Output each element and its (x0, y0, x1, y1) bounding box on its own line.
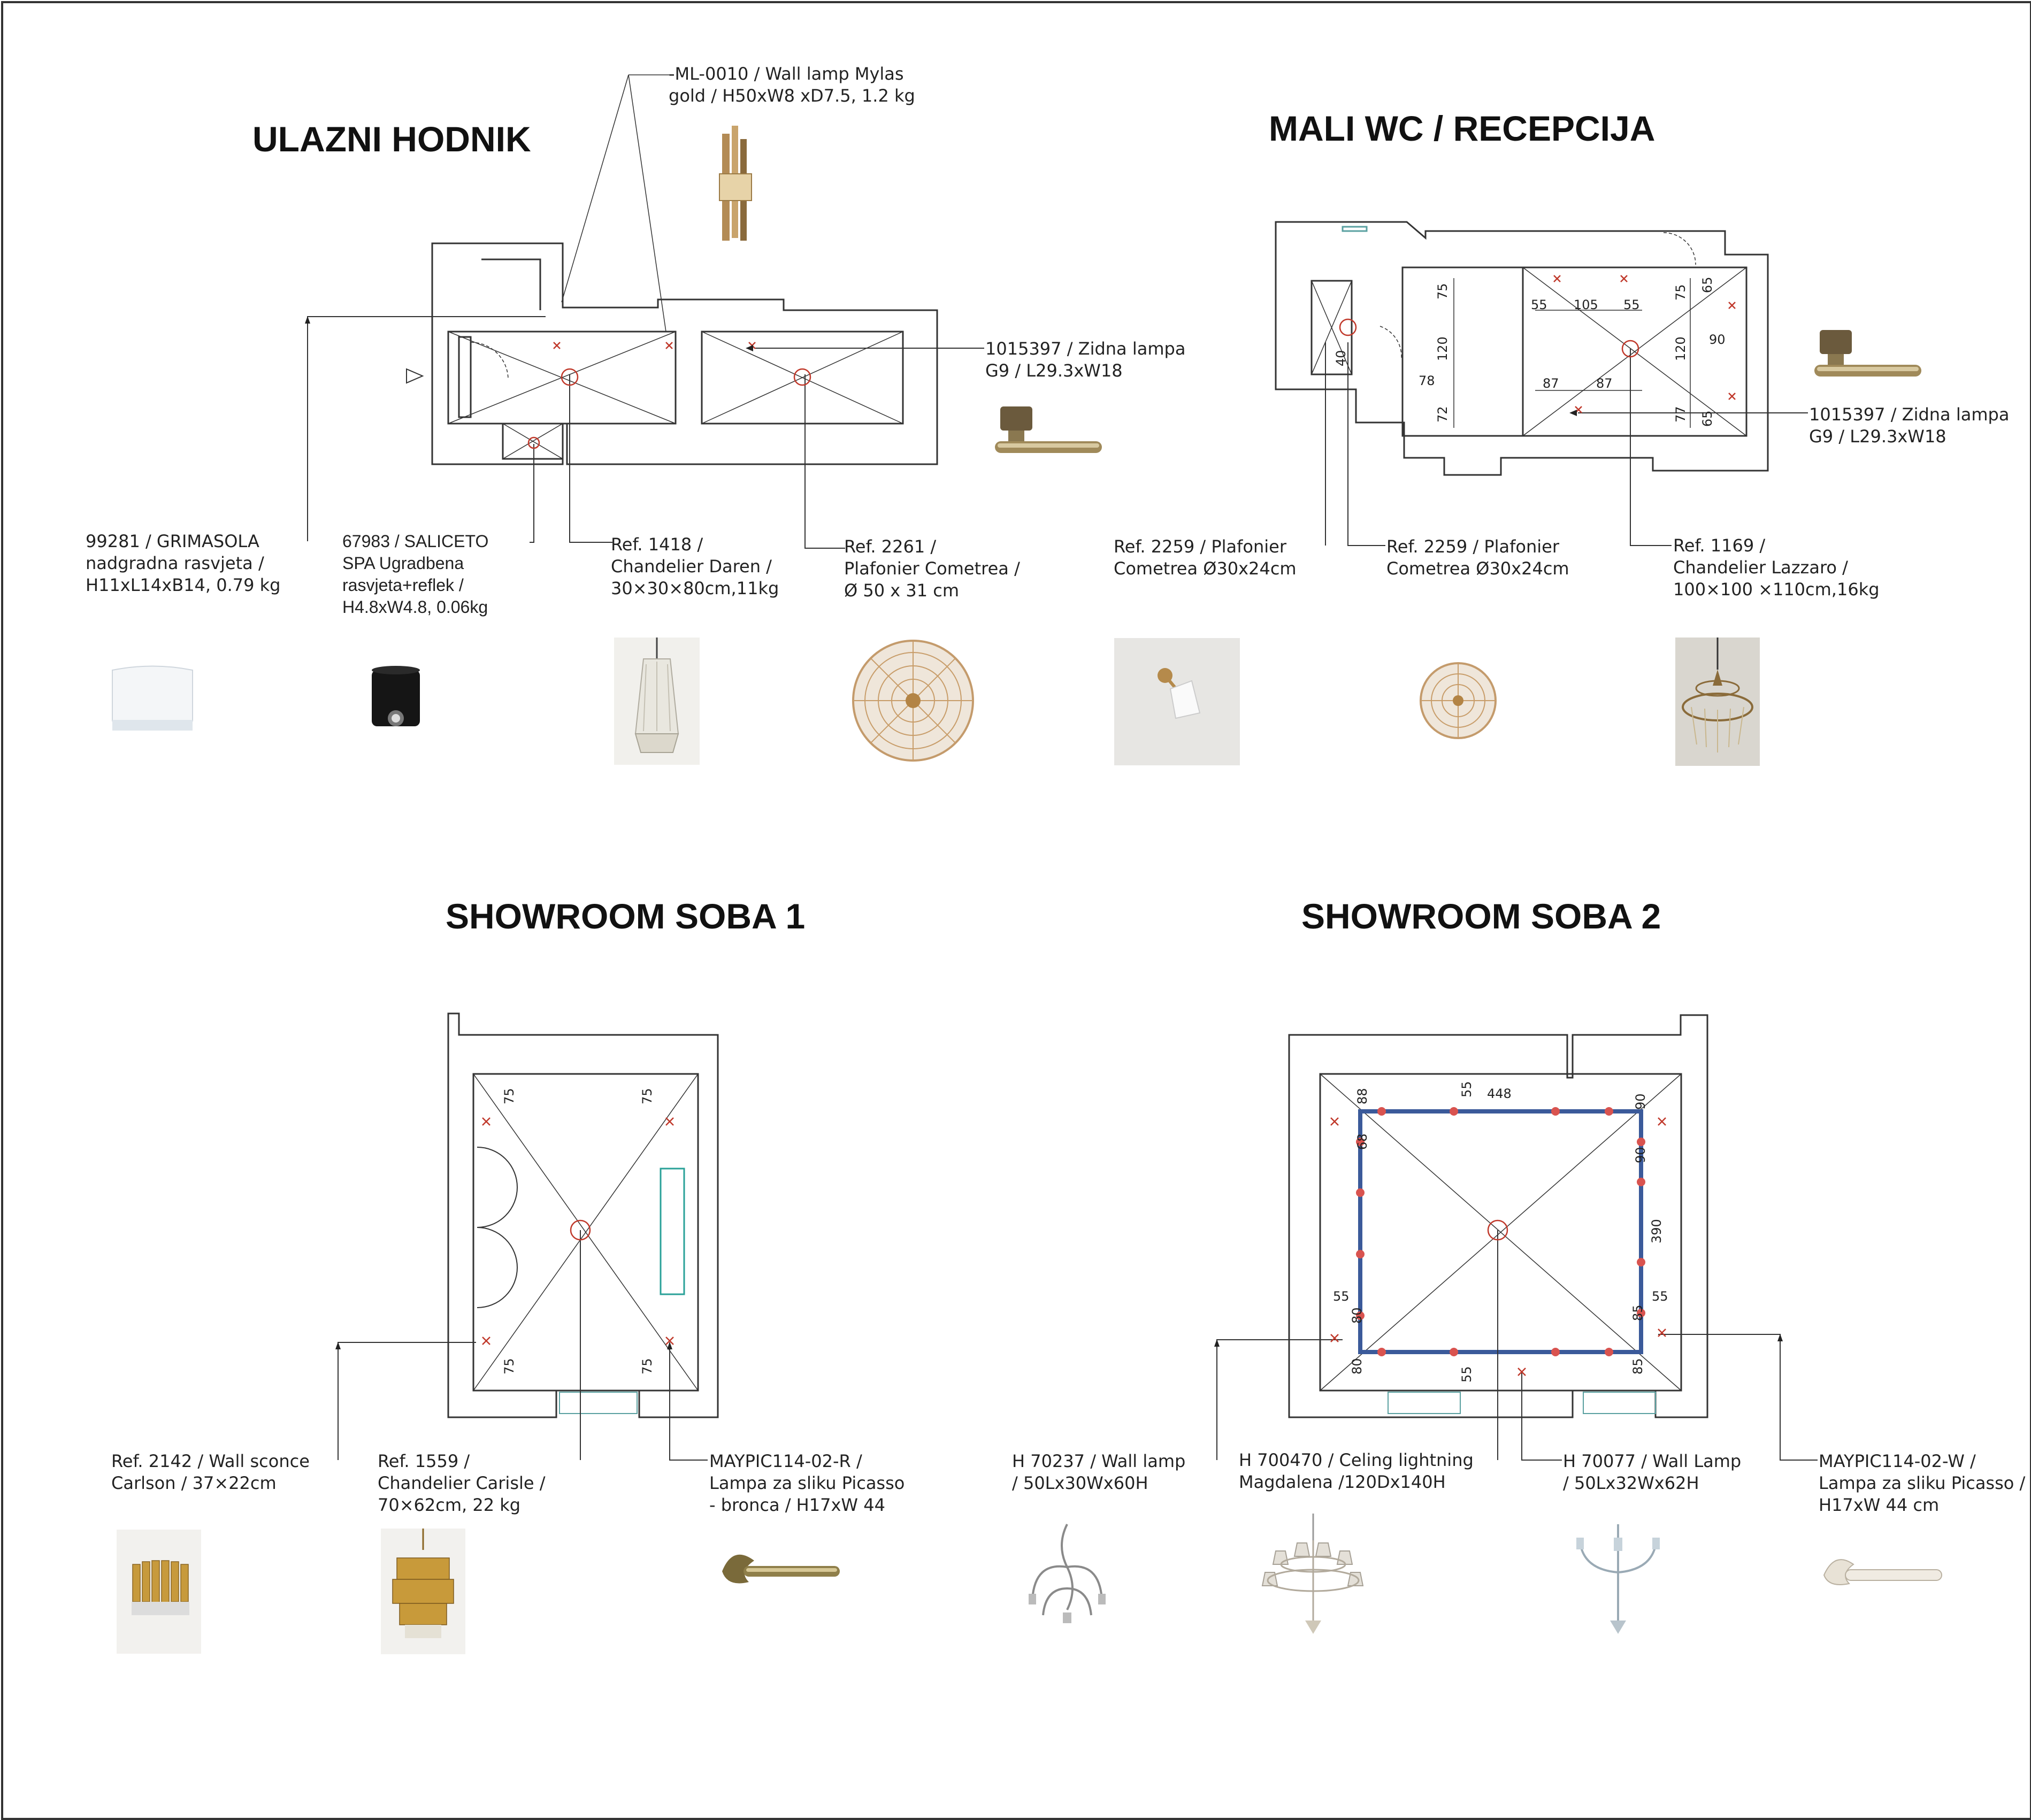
dim-wc-15: 65 (1700, 410, 1715, 427)
title-showroom1: SHOWROOM SOBA 1 (446, 896, 806, 936)
dim-s2-12: 85 (1630, 1358, 1645, 1374)
dim-wc-10: 75 (1673, 284, 1688, 301)
dim-wc-0: 75 (1435, 283, 1450, 300)
label-wc-zidna: 1015397 / Zidna lampa G9 / L29.3xW18 (1809, 404, 2010, 447)
dim-s2-11: 85 (1630, 1304, 1645, 1321)
title-wc: MALI WC / RECEPCIJA (1269, 109, 1656, 148)
dim-s2-0: 88 (1355, 1088, 1370, 1104)
dim-wc-9: 87 (1596, 376, 1613, 391)
dim-s1-1: 75 (640, 1088, 655, 1104)
ceiling-lamp-icon (849, 636, 977, 765)
led-strip-dots (1356, 1107, 1645, 1356)
wall-lamp-icon (1114, 638, 1240, 765)
dim-wc-1: 120 (1435, 336, 1450, 361)
ceiling-lamp-icon (1394, 636, 1522, 765)
dim-wc-14: 77 (1673, 406, 1688, 423)
label-daren: Ref. 1418 / Chandelier Daren / 30×30×80c… (611, 534, 779, 598)
label-cometrea: Ref. 2261 / Plafonier Cometrea / Ø 50 x … (844, 536, 1020, 601)
dim-s1-2: 75 (502, 1358, 517, 1374)
dim-s2-8: 80 (1350, 1307, 1365, 1324)
chandelier-icon (614, 638, 700, 765)
dim-s2-4: 90 (1633, 1093, 1648, 1110)
dim-s2-3: 68 (1355, 1133, 1370, 1150)
label-h70237: H 70237 / Wall lamp / 50Lx30Wx60H (1012, 1451, 1186, 1493)
label-carisle: Ref. 1559 / Chandelier Carisle / 70×62cm… (378, 1451, 546, 1515)
chandelier-icon (1261, 1514, 1364, 1634)
label-h70077: H 70077 / Wall Lamp / 50Lx32Wx62H (1563, 1451, 1742, 1493)
fixture-markers (482, 275, 1736, 1376)
label-maypic-r: MAYPIC114-02-R / Lampa za sliku Picasso … (709, 1451, 905, 1515)
dim-wc-11: 65 (1700, 277, 1715, 293)
picture-lamp-icon (1814, 330, 1921, 377)
picture-lamp-icon (995, 406, 1102, 453)
dim-s2-10: 80 (1350, 1358, 1365, 1374)
chandelier-icon (1675, 638, 1760, 766)
dim-s2-13: 55 (1652, 1289, 1668, 1304)
label-grimasola: 99281 / GRIMASOLA nadgradna rasvjeta / H… (86, 531, 281, 595)
dim-s2-9: 55 (1459, 1366, 1474, 1383)
dim-wc-4: 40 (1333, 350, 1348, 366)
dim-s2-2: 448 (1487, 1086, 1512, 1101)
dim-s2-7: 55 (1333, 1289, 1350, 1304)
dim-wc-6: 105 (1574, 297, 1598, 312)
spotlight-icon (372, 666, 420, 726)
label-maypic-w: MAYPIC114-02-W / Lampa za sliku Picasso … (1819, 1451, 2026, 1515)
label-ml0010: -ML-0010 / Wall lamp Mylas gold / H50xW8… (669, 64, 915, 106)
wc-plan (1275, 221, 1808, 546)
wall-lamp-icon (719, 126, 752, 241)
title-showroom2: SHOWROOM SOBA 2 (1301, 896, 1661, 936)
label-entrance-zidna: 1015397 / Zidna lampa G9 / L29.3xW18 (985, 339, 1186, 381)
chandelier-icon (381, 1529, 465, 1654)
label-h700470: H 700470 / Celing lightning Magdalena /1… (1239, 1450, 1474, 1492)
dim-s1-3: 75 (640, 1358, 655, 1374)
entrance-plan (307, 74, 984, 549)
dim-wc-8: 87 (1543, 376, 1559, 391)
picture-lamp-icon (1823, 1559, 1942, 1585)
wall-lamp-icon (117, 1530, 201, 1654)
dim-wc-5: 55 (1531, 297, 1547, 312)
dim-s2-6: 390 (1649, 1219, 1664, 1243)
ceiling-lamp-icon (112, 665, 193, 731)
dimension-labels: 75 120 72 78 40 55 105 55 87 87 75 65 12… (502, 277, 1726, 1383)
dim-wc-13: 90 (1709, 332, 1726, 347)
dim-s2-1: 55 (1459, 1081, 1474, 1097)
dim-s1-0: 75 (502, 1088, 517, 1104)
label-plafonier-1: Ref. 2259 / Plafonier Cometrea Ø30x24cm (1114, 536, 1297, 579)
leader-arrowheads (305, 316, 1783, 1349)
label-lazzaro: Ref. 1169 / Chandelier Lazzaro / 100×100… (1673, 535, 1880, 600)
dim-wc-3: 78 (1419, 373, 1435, 388)
picture-lamp-icon (722, 1554, 840, 1584)
label-saliceto: 67983 / SALICETO SPA Ugradbena rasvjeta+… (342, 532, 489, 617)
dim-wc-12: 120 (1673, 336, 1688, 361)
wall-lamp-icon (1029, 1524, 1106, 1623)
title-entrance: ULAZNI HODNIK (252, 119, 531, 159)
wall-lamp-icon (1576, 1524, 1660, 1634)
label-carlson: Ref. 2142 / Wall sconce Carlson / 37×22c… (111, 1451, 310, 1493)
dim-wc-7: 55 (1623, 297, 1640, 312)
showroom1-plan (338, 1012, 719, 1461)
showroom2-plan (1216, 1014, 1818, 1461)
dim-wc-2: 72 (1435, 406, 1450, 423)
label-plafonier-2: Ref. 2259 / Plafonier Cometrea Ø30x24cm (1386, 536, 1569, 579)
dim-s2-5: 90 (1633, 1147, 1648, 1163)
